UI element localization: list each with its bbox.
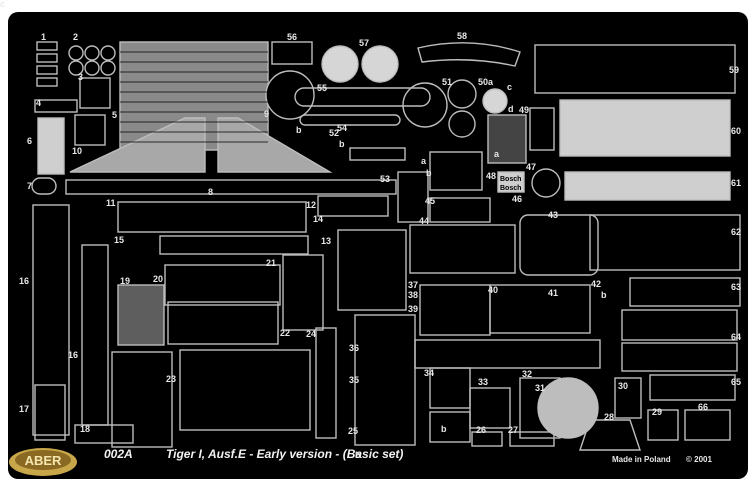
part-number-label: 14 (313, 214, 324, 224)
part-number-label: 61 (731, 178, 742, 188)
part-number-label: 52 (329, 128, 340, 138)
part-number-label: 24 (306, 329, 317, 339)
part-number-label: 45 (425, 196, 436, 206)
part-number-label: b (601, 290, 607, 300)
copyright-year: © 2001 (686, 455, 712, 464)
part-number-label: 53 (380, 174, 391, 184)
part-number-label: b (426, 168, 432, 178)
part-number-label: 44 (419, 216, 430, 226)
part-number-label: 16 (68, 350, 79, 360)
part-number-label: 54 (337, 123, 348, 133)
part-number-label: 19 (120, 276, 131, 286)
part-number-label: 4 (36, 98, 42, 108)
part-number-label: 21 (266, 258, 277, 268)
part-number-label: 25 (348, 426, 359, 436)
part-number-label: 2 (73, 32, 79, 42)
part-number-label: 66 (698, 402, 709, 412)
part-number-label: 27 (508, 425, 519, 435)
part-number-label: 29 (652, 407, 663, 417)
part-number-label: 16 (19, 276, 30, 286)
part-number-label: 9 (264, 109, 270, 119)
part-number-label: a (421, 156, 427, 166)
part-number-label: 36 (349, 343, 360, 353)
part-number-label: 65 (731, 377, 742, 387)
part-number-label: 7 (27, 181, 33, 191)
bosch-text-2: Bosch (500, 185, 522, 192)
part-number-label: 13 (321, 236, 332, 246)
part-number-label: b (296, 125, 302, 135)
part-number-label: c (507, 82, 513, 92)
part-number-label: 28 (604, 412, 615, 422)
part-number-label: 15 (114, 235, 125, 245)
part-number-label: 31 (535, 383, 546, 393)
part-number-label: 42 (591, 279, 602, 289)
part-number-label: 56 (287, 32, 298, 42)
part-number-label: 26 (476, 425, 487, 435)
part-number-label: 5 (112, 110, 118, 120)
bosch-text-1: Bosch (500, 176, 522, 183)
part-number-label: 47 (526, 162, 537, 172)
part-number-label: 57 (359, 38, 370, 48)
aber-logo: ABER (9, 448, 77, 476)
part-number-label: c (0, 0, 6, 9)
part-number-label: 51 (442, 77, 453, 87)
part-number-label: 11 (106, 198, 116, 208)
part-number-label: b (355, 450, 361, 460)
part-number-label: b (441, 424, 447, 434)
part-number-label: 22 (280, 328, 291, 338)
part-number-label: 32 (522, 369, 533, 379)
part-number-label: 55 (317, 83, 328, 93)
part-number-label: 17 (19, 404, 30, 414)
part-number-label: 58 (457, 31, 468, 41)
part-number-label: 41 (548, 288, 559, 298)
part-number-label: 30 (618, 381, 629, 391)
sheet-code: 002A (104, 447, 133, 461)
part-number-label: 8 (208, 187, 214, 197)
part-number-label: 38 (408, 290, 419, 300)
part-number-label: 50a (478, 77, 494, 87)
part-number-label: 35 (349, 375, 360, 385)
part-number-label: 3 (78, 72, 84, 82)
part-number-label: 39 (408, 304, 419, 314)
part-number-label: 62 (731, 227, 742, 237)
part-number-label: 1 (41, 32, 47, 42)
part-number-label: a (494, 149, 500, 159)
part-number-label: 23 (166, 374, 177, 384)
part-number-label: 49 (519, 105, 530, 115)
part-number-label: b (339, 139, 345, 149)
part-number-label: 63 (731, 282, 742, 292)
part-number-label: 48 (486, 171, 497, 181)
part-number-label: 34 (424, 368, 435, 378)
part-number-label: 37 (408, 280, 419, 290)
part-number-label: 43 (548, 210, 559, 220)
part-number-label: 64 (731, 332, 742, 342)
part-number-label: 6 (27, 136, 33, 146)
logo-text: ABER (25, 453, 62, 468)
part-number-label: 59 (729, 65, 740, 75)
part-number-label: 46 (512, 194, 523, 204)
part-number-label: d (508, 104, 514, 114)
part-number-label: 60 (731, 126, 742, 136)
part-number-label: 40 (488, 285, 499, 295)
part-number-label: 12 (306, 200, 317, 210)
made-in: Made in Poland (612, 455, 671, 464)
sheet-title: Tiger I, Ausf.E - Early version - (Basic… (166, 447, 404, 461)
part-number-label: 18 (80, 424, 91, 434)
part-number-label: 20 (153, 274, 164, 284)
part-number-label: 10 (72, 146, 83, 156)
part-number-label: 33 (478, 377, 489, 387)
